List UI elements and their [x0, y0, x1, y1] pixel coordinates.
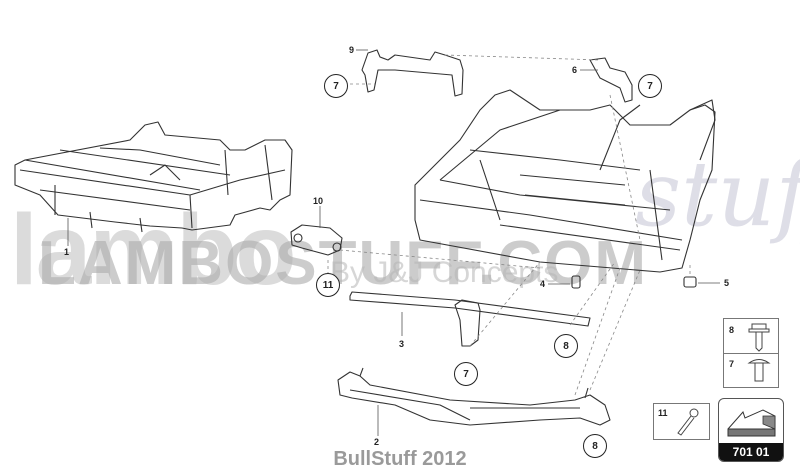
part-label-5: 5	[724, 278, 730, 288]
callout-7: 7	[454, 362, 478, 386]
part-6-bracket-illustration	[589, 57, 633, 103]
part-label-2: 2	[374, 437, 380, 447]
reference-badge: 701 01	[718, 398, 784, 462]
part-5-bushing-illustration	[683, 276, 697, 288]
part-label-4: 4	[540, 279, 546, 289]
part-2-crossmember-illustration	[337, 367, 611, 426]
part-4-clip-illustration	[571, 275, 581, 289]
part-label-10: 10	[313, 196, 324, 206]
bolt-icon	[747, 359, 771, 382]
part-label-1: 1	[64, 247, 70, 257]
legend-label-7: 7	[729, 359, 735, 369]
fastener-legend-11: 11	[653, 403, 710, 440]
main-frame-illustration	[414, 89, 716, 273]
legend-label-8: 8	[729, 325, 735, 335]
callout-7: 7	[324, 74, 348, 98]
footer-credit: BullStuff 2012	[333, 448, 467, 470]
part-label-3: 3	[399, 339, 405, 349]
bolt-long-icon	[677, 408, 699, 436]
callout-11: 11	[316, 273, 340, 297]
fastener-legend-8-7: 8 7	[723, 318, 779, 388]
callout-8: 8	[554, 334, 578, 358]
part-3-crossbeam-illustration	[349, 291, 591, 347]
callout-8: 8	[583, 434, 607, 458]
part-9-bracket-illustration	[361, 49, 464, 97]
watermark-byline: By J&J Concepts	[330, 256, 559, 289]
part-label-9: 9	[349, 45, 355, 55]
watermark-script: stuff	[635, 142, 800, 247]
arrow-icon	[727, 409, 776, 437]
callout-7: 7	[638, 74, 662, 98]
watermark-domain: LAMBOSTUFF.COM	[38, 229, 649, 298]
watermark-lambo: lambo	[10, 194, 296, 306]
legend-label-11: 11	[658, 408, 668, 418]
screw-icon	[748, 323, 770, 352]
reference-code: 701 01	[719, 443, 783, 461]
part-1-frame-illustration	[14, 121, 293, 233]
part-label-6: 6	[572, 65, 578, 75]
